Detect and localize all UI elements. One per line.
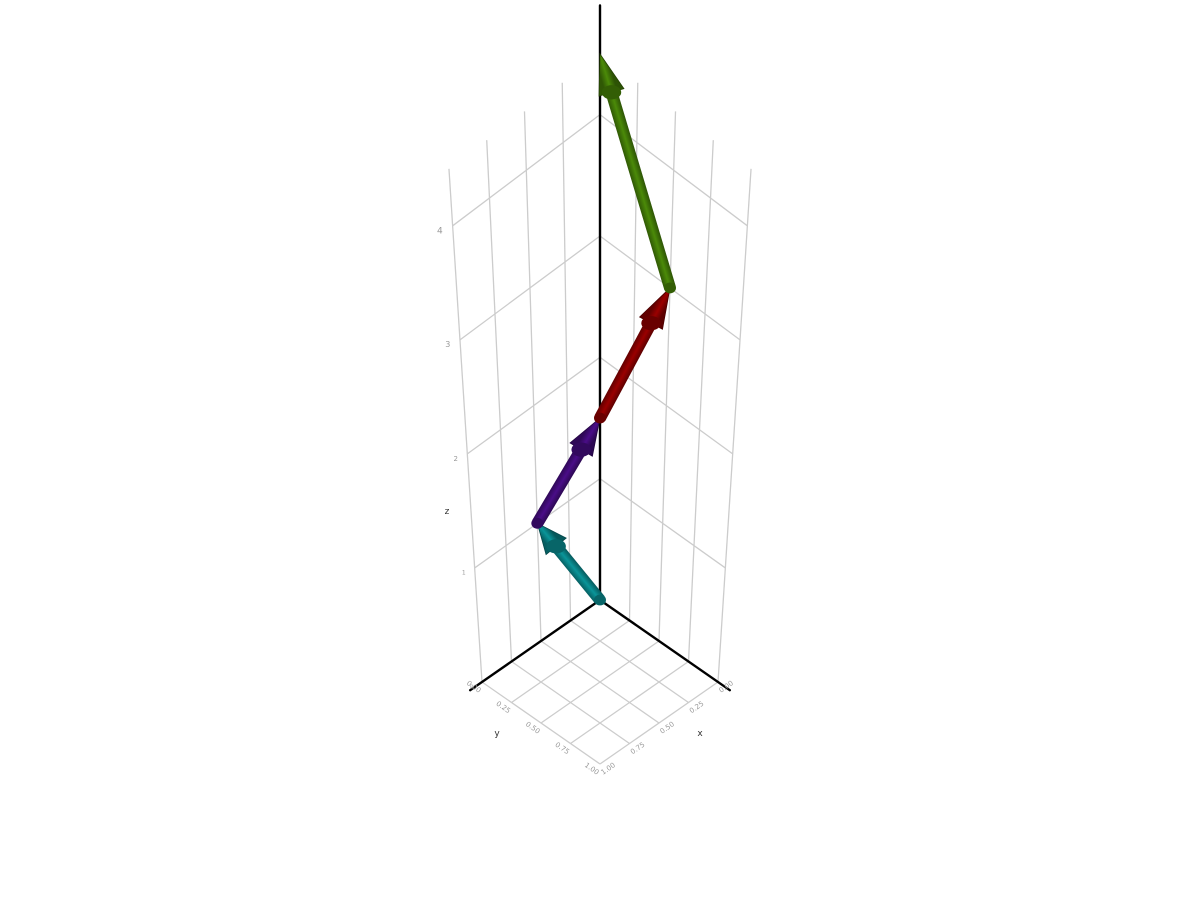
arrow-tail-cap — [664, 282, 677, 294]
y-tick-label: 0.75 — [629, 741, 646, 756]
z-axis-label: z — [445, 507, 450, 517]
z-tick-label: 3 — [445, 340, 450, 349]
x-tick-label: 0.50 — [524, 720, 541, 735]
floor-grid-line-y — [511, 660, 630, 745]
z-tick-label: 1 — [462, 570, 466, 577]
floor-grid-line-y — [570, 619, 689, 704]
arrow-layer — [531, 52, 677, 606]
axis-layer — [469, 4, 731, 692]
right-wall-grid-vertical — [717, 168, 752, 683]
x-tick-label: 0.00 — [465, 679, 482, 694]
y-tick-label: 0.00 — [718, 679, 735, 694]
y-tick-label: 0.25 — [688, 700, 705, 715]
z-tick-label: 2 — [454, 455, 458, 463]
floor-grid-line-y — [540, 640, 660, 724]
left-wall-grid-vertical — [561, 82, 572, 621]
left-wall-grid-vertical — [448, 168, 483, 683]
right-wall-grid-vertical — [687, 140, 714, 662]
arrow-2 — [531, 416, 601, 529]
arrow-shaft — [532, 446, 587, 527]
arrow-4 — [598, 52, 677, 294]
arrow-shaft — [551, 542, 605, 604]
arrow-tail-cap — [594, 412, 606, 424]
y-axis-line — [469, 598, 602, 692]
arrow-tail-cap — [531, 517, 544, 529]
x-tick-label: 0.25 — [495, 700, 512, 715]
left-wall-grid-horizontal — [459, 235, 601, 341]
arrow-tail-cap — [594, 594, 606, 606]
arrow-shaft — [594, 320, 657, 421]
z-tick-label: 4 — [437, 226, 443, 236]
arrow-head-base — [546, 539, 566, 554]
floor-grid-line-y — [481, 681, 601, 765]
x-tick-label: 0.75 — [554, 741, 571, 756]
left-wall-grid-vertical — [486, 140, 513, 662]
arrow-head-base — [641, 316, 661, 331]
left-wall-grid-horizontal — [466, 356, 601, 455]
z-tick-label: 0 — [470, 684, 473, 690]
left-wall-grid-vertical — [523, 111, 542, 642]
right-wall-grid-horizontal — [599, 478, 726, 569]
tick-label-layer: 0.00 0.25 0.50 0.75 1.00 0.00 0.25 0.50 0.75 1.00… — [437, 226, 735, 776]
arrow-head-base — [601, 85, 622, 100]
y-axis-label: y — [494, 729, 500, 739]
arrow-1 — [536, 522, 606, 606]
arrow-head-base — [571, 442, 591, 457]
left-wall-grid-horizontal — [452, 114, 601, 227]
x-tick-label: 1.00 — [583, 761, 600, 776]
x-axis-line — [598, 598, 731, 692]
arrow-shaft — [605, 90, 676, 290]
x-axis-label: x — [697, 729, 703, 739]
y-tick-label: 1.00 — [600, 761, 617, 776]
right-wall-grid-vertical — [658, 111, 677, 642]
arrow-3 — [594, 286, 671, 424]
y-tick-label: 0.50 — [659, 720, 676, 735]
